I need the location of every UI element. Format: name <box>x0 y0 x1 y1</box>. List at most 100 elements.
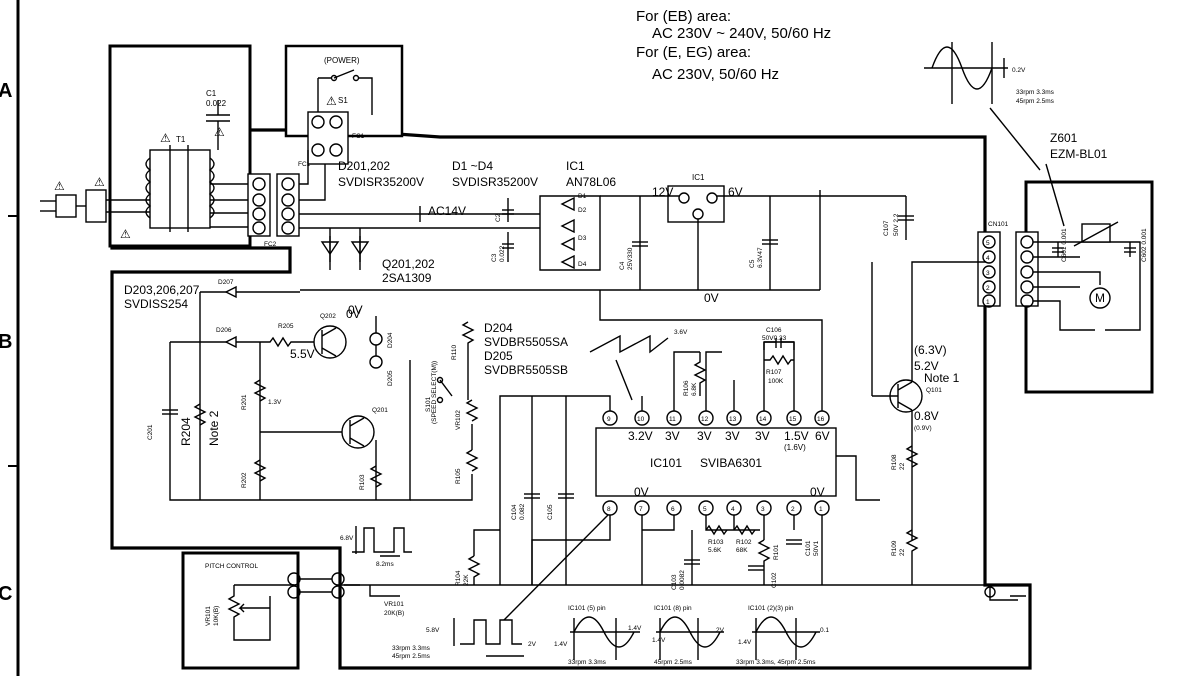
c5-capacitor <box>762 196 778 290</box>
ic-pin-3: 3 <box>761 506 765 513</box>
ic-pin-8: 8 <box>607 506 611 513</box>
r103-resistor <box>369 465 383 488</box>
ic-pin-4: 4 <box>731 506 735 513</box>
ic-volt-16: 6V <box>815 429 830 443</box>
d3-diode: D3 <box>578 235 587 242</box>
ic101-part: SVIBA6301 <box>700 456 762 470</box>
r103b-label: R103 <box>708 539 724 546</box>
ic1-ref: IC1 <box>692 173 705 182</box>
warning-icon: ⚠ <box>160 131 171 145</box>
q101-v3: 0.8V <box>914 409 939 423</box>
warning-icon: ⚠ <box>326 94 337 108</box>
r201-resistor <box>253 379 267 482</box>
c105-label: C105 <box>547 504 554 520</box>
ic1-label: IC1 <box>566 159 585 173</box>
d206-label: D206 <box>216 327 232 334</box>
r205-val: 5.5V <box>290 347 315 361</box>
motor-wave-note2: 45rpm 2.5ms <box>1016 98 1055 105</box>
wave5-time: 33rpm 3.3ms, 45rpm 2.5ms <box>736 659 816 666</box>
ic-pin-2: 2 <box>791 506 795 513</box>
d207-diode <box>200 285 300 299</box>
sine-waveform-4 <box>656 616 724 660</box>
c103-value: 0.0082 <box>679 570 686 590</box>
r106-value: 6.8K <box>691 382 698 396</box>
callout-line <box>989 107 1041 171</box>
q201-part: 2SA1309 <box>382 271 432 285</box>
ic-pin-5: 5 <box>703 506 707 513</box>
vr102-resistor <box>410 360 479 501</box>
r103b-value: 5.6K <box>708 547 722 554</box>
d205-ref: D205 <box>387 370 394 386</box>
pitch-control-box <box>181 551 300 670</box>
ic-volt-1: 0V <box>810 485 825 499</box>
ramp-volt: 3.6V <box>674 329 688 336</box>
motor-waveform <box>924 42 1008 104</box>
q101-note: Note 1 <box>924 371 960 385</box>
r110-resistor <box>461 321 475 360</box>
r201-label: R201 <box>241 394 248 410</box>
z601-part: EZM-BL01 <box>1050 147 1108 161</box>
s101-switch <box>436 376 453 404</box>
c1-capacitor <box>206 100 230 150</box>
ic-pin-10: 10 <box>637 416 645 423</box>
ic101-bottom-pins <box>602 500 830 516</box>
cn101-connector <box>977 231 1039 308</box>
d204-d205-leds <box>369 316 383 369</box>
pulse-waveform-1 <box>352 526 412 557</box>
r103-label: R103 <box>359 474 366 490</box>
r110-label: R110 <box>451 345 458 360</box>
vr101-potentiometer <box>227 584 294 641</box>
pitch-control-title: PITCH CONTROL <box>205 563 258 570</box>
r105-label: R105 <box>455 468 462 484</box>
c107-capacitor <box>820 195 914 240</box>
q201-label: Q201 <box>372 407 388 414</box>
q101-transistor <box>871 261 986 540</box>
r202-label: R202 <box>241 472 248 488</box>
ic101-ref: IC101 <box>650 456 682 470</box>
r204-label: R204 <box>179 417 193 446</box>
cn-pin-3: 3 <box>986 270 990 277</box>
c4-label: C4 <box>619 261 626 270</box>
ic-volt-12: 3V <box>697 429 712 443</box>
d4-diode: D4 <box>578 261 587 268</box>
c2-c3-caps <box>502 198 514 262</box>
wave1-amp: 6.8V <box>340 535 354 542</box>
wave2-amp: 5.8V <box>426 627 440 634</box>
cn101-label: CN101 <box>988 221 1009 228</box>
r205-label: R205 <box>278 323 294 330</box>
ic1-regulator <box>600 185 820 290</box>
vr101-value: 10K(B) <box>213 606 220 626</box>
d1-label: D1 ~D4 <box>452 159 493 173</box>
ac-plug <box>40 189 118 223</box>
ic-pin-12: 12 <box>701 416 709 423</box>
r109-value: 22 <box>899 548 906 556</box>
d201-label: D201,202 <box>338 159 390 173</box>
motor-symbol <box>1089 287 1111 309</box>
wave3-time: 33rpm 3.3ms <box>568 659 607 666</box>
ic1-vout: 6V <box>728 185 743 199</box>
c106-value: 50V0.33 <box>762 335 787 342</box>
c1-value: 0.022 <box>206 99 227 108</box>
ic-pin-15: 15 <box>789 416 797 423</box>
c3-value: 0.022 <box>499 245 506 262</box>
r204-resistor <box>193 403 207 426</box>
r107-label: R107 <box>766 369 782 376</box>
pulse-waveform-2 <box>453 618 524 657</box>
cn-pin-4: 4 <box>986 255 990 262</box>
note2-label: Note 2 <box>207 410 221 446</box>
r201-val: 1.3V <box>268 399 282 406</box>
grid-row-c: C <box>0 583 12 605</box>
ic-volt-14: 3V <box>755 429 770 443</box>
fc1-switch-connector <box>307 111 349 165</box>
bridge-rectifier <box>539 195 601 271</box>
c201-label: C201 <box>147 424 154 440</box>
fc1-label: FC1 <box>298 161 311 168</box>
vr101-trim <box>369 585 400 597</box>
r109-label: R109 <box>891 540 898 556</box>
d205-part: SVDBR5505SB <box>484 363 568 377</box>
c1-label: C1 <box>206 89 217 98</box>
c5-value: 6.3V47 <box>757 247 764 268</box>
ic101-body <box>595 427 837 497</box>
wave5-amp1: 1.4V <box>738 639 752 646</box>
ic101-wiring <box>340 290 990 586</box>
